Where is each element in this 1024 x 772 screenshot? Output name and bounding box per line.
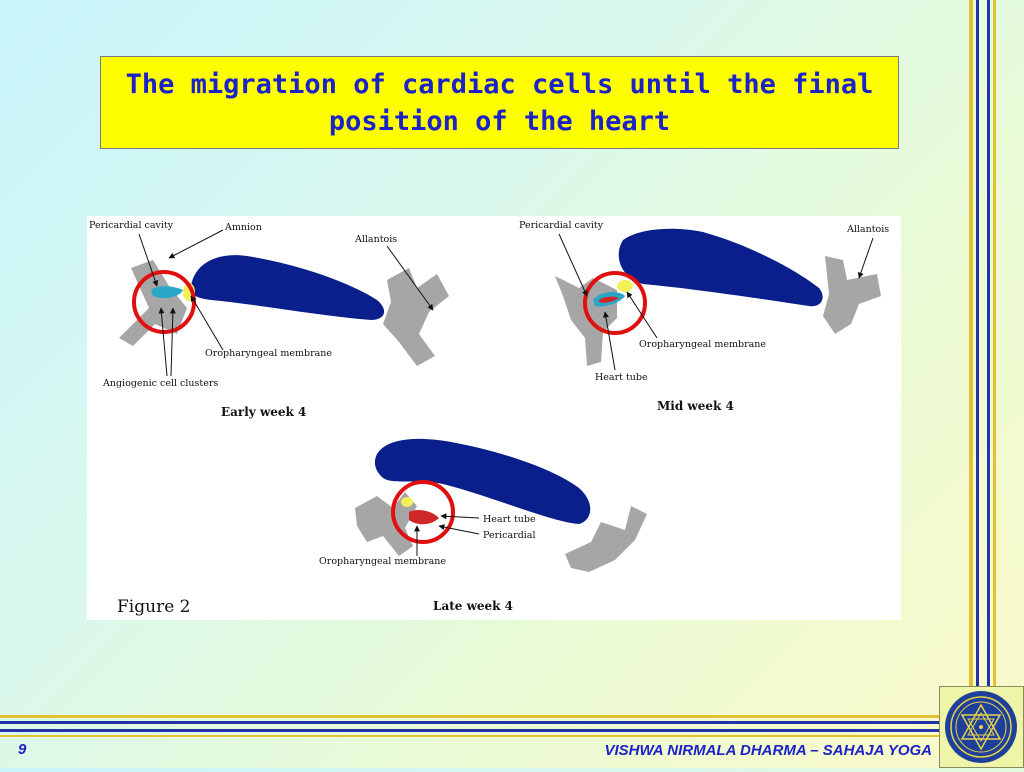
slide-title: The migration of cardiac cells until the…	[125, 68, 874, 137]
stage-label-late: Late week 4	[433, 599, 513, 613]
embryo-body-mid	[618, 228, 823, 307]
tissue-tail-mid	[823, 256, 881, 334]
footer-line-blue-bottom	[0, 729, 939, 732]
panel-mid-week-4: Pericardial cavity Allantois Oropharynge…	[519, 220, 889, 413]
label-oropharyngeal-membrane-late: Oropharyngeal membrane	[319, 556, 446, 567]
embryo-figure: Pericardial cavity Amnion Allantois Orop…	[87, 216, 901, 620]
stage-label-mid: Mid week 4	[657, 399, 734, 413]
label-heart-tube-mid: Heart tube	[595, 372, 648, 383]
angiogenic-cells-early	[151, 286, 183, 298]
heart-tube-late	[409, 510, 439, 525]
embryo-body-late	[374, 438, 591, 524]
label-pericardial-late: Pericardial	[483, 530, 536, 541]
heart-tube-inner-mid	[599, 296, 619, 303]
label-angiogenic-cell-clusters-early: Angiogenic cell clusters	[102, 378, 218, 389]
stage-label-early: Early week 4	[221, 405, 306, 419]
tissue-tail-early	[383, 268, 449, 366]
frame-line-blue-right	[987, 0, 990, 688]
footer-line-gold-top	[0, 715, 939, 718]
embryo-body-early	[190, 255, 385, 320]
title-box: The migration of cardiac cells until the…	[100, 56, 899, 149]
footer-line-gold-bottom	[0, 735, 939, 737]
label-allantois-mid: Allantois	[846, 224, 889, 235]
tissue-left-early	[119, 260, 187, 346]
figure-caption: Figure 2	[117, 597, 190, 617]
oropharyngeal-membrane-late	[401, 497, 413, 507]
page-number: 9	[18, 741, 27, 758]
label-oropharyngeal-membrane-early: Oropharyngeal membrane	[205, 348, 332, 359]
footer-text: VISHWA NIRMALA DHARMA – SAHAJA YOGA	[604, 742, 932, 759]
frame-line-blue-left	[976, 0, 979, 688]
footer-line-blue-top	[0, 721, 939, 724]
frame-line-gold-left	[969, 0, 973, 688]
oropharyngeal-membrane-mid	[617, 280, 633, 292]
highlight-circle-mid	[583, 271, 647, 335]
label-allantois-early: Allantois	[354, 234, 397, 245]
panel-late-week-4: Heart tube Pericardial Oropharyngeal mem…	[319, 438, 647, 613]
label-pericardial-cavity-early: Pericardial cavity	[89, 220, 174, 231]
label-pericardial-cavity-mid: Pericardial cavity	[519, 220, 604, 231]
label-amnion-early: Amnion	[224, 222, 262, 233]
sri-yantra-icon	[945, 691, 1017, 763]
panel-early-week-4: Pericardial cavity Amnion Allantois Orop…	[89, 220, 449, 419]
label-oropharyngeal-membrane-mid: Oropharyngeal membrane	[639, 339, 766, 350]
highlight-circle-late	[391, 480, 455, 544]
embryo-diagram: Pericardial cavity Amnion Allantois Orop…	[89, 220, 889, 617]
tissue-left-late	[355, 492, 417, 556]
label-heart-tube-late: Heart tube	[483, 514, 536, 525]
frame-line-gold-right	[993, 0, 996, 688]
tissue-tail-late	[565, 506, 647, 572]
sahaja-yoga-logo	[939, 686, 1024, 768]
